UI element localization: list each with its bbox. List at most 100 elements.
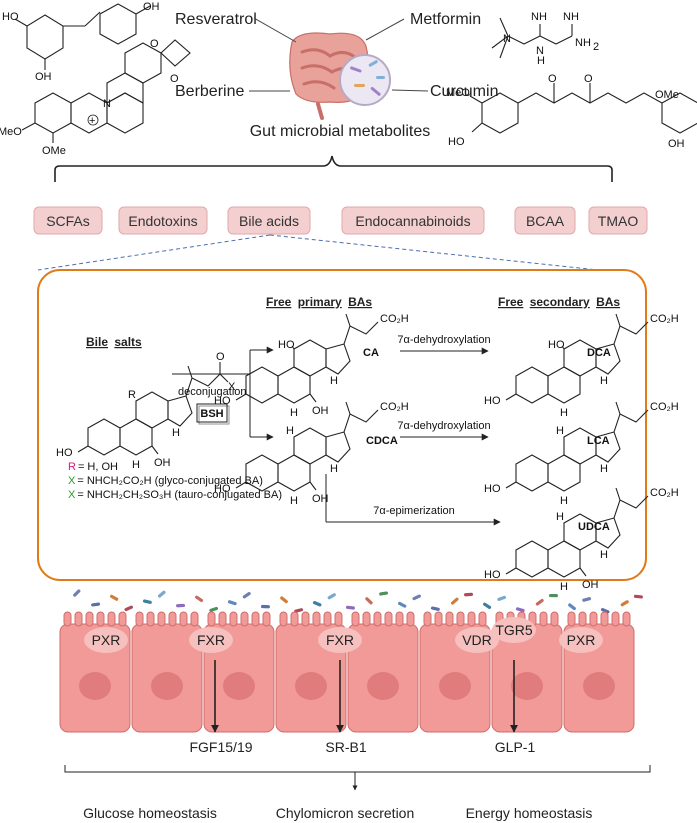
ho-label: HO [448, 136, 465, 148]
outcome-energy: Energy homeostasis [466, 805, 593, 821]
magnifier-icon [339, 54, 391, 106]
bacteria-icon [209, 606, 219, 612]
h-label: H [560, 495, 568, 507]
x-key: X [68, 489, 76, 501]
dehydroxylation-label-1: 7α-dehydroxylation [397, 334, 490, 346]
bile-acid-panel [37, 269, 647, 581]
bacteria-icon [483, 602, 492, 609]
bacteria-icon [73, 589, 81, 597]
h-label: H [600, 375, 608, 387]
n-label: N [503, 33, 511, 45]
co2h-label: CO₂H [650, 487, 679, 499]
ome-label: OMe [655, 89, 679, 101]
bacteria-icon [91, 602, 101, 607]
x-label: X [228, 381, 236, 393]
co2h-label: CO₂H [650, 313, 679, 325]
bacteria-icon [497, 595, 507, 601]
bile-salts-word2: salts [114, 335, 142, 349]
free-secondary-word3: BAs [596, 295, 620, 309]
x-key: X [68, 475, 76, 487]
bacteria-icon [412, 594, 421, 601]
oh-label: OH [668, 138, 685, 150]
zoom-line-right [269, 234, 599, 271]
bacteria-icon [124, 605, 133, 612]
receptor-oval [84, 627, 128, 653]
nucleus [439, 672, 471, 700]
metformin-structure: NH NH N N H NH 2 [491, 11, 599, 67]
outcome-chylomicron: Chylomicron secretion [276, 805, 415, 821]
srb1-label: SR-B1 [325, 739, 366, 755]
metabolite-label: Bile acids [239, 213, 299, 229]
ho-label: HO [56, 447, 73, 459]
receptor-label: TGR5 [495, 622, 533, 638]
bacteria-icon [535, 598, 544, 606]
receptor-label: VDR [462, 632, 492, 648]
oh-label: OH [143, 1, 160, 13]
x-glyco: = NHCH₂CO₂H (glyco-conjugated BA) [77, 475, 263, 487]
co2h-label: CO₂H [380, 313, 409, 325]
bacteria-icon [280, 596, 288, 604]
nh-label: NH [531, 11, 547, 23]
bacteria-icon [568, 603, 576, 611]
metabolite-pill [227, 206, 311, 235]
dehydroxylation-label-2: 7α-dehydroxylation [397, 420, 490, 432]
oh-7-label: OH [312, 405, 329, 417]
h-label: H [330, 375, 338, 387]
svg-text:R= H, OH: R= H, OH [68, 461, 118, 473]
bacteria-icon [633, 594, 643, 599]
bacteria-icon [620, 600, 629, 607]
r-key: R [68, 461, 76, 473]
ho-label: HO [2, 11, 19, 23]
bacteria-icon [327, 593, 336, 600]
r-definition: = H, OH [78, 461, 118, 473]
h-12-label: H [556, 425, 564, 437]
meo-label: MeO [446, 87, 470, 99]
epimerization-label: 7α-epimerization [373, 505, 455, 517]
free-secondary-word2: secondary [530, 295, 590, 309]
bacteria-icon [600, 608, 610, 614]
nucleus [295, 672, 327, 700]
bacteria-icon [345, 605, 355, 610]
ome-label: OMe [42, 145, 66, 157]
free-primary-word2: primary [298, 295, 342, 309]
h-label: H [600, 549, 608, 561]
resveratrol-structure: OH HO OH [2, 1, 160, 83]
udca-name: UDCA [578, 521, 610, 533]
metabolite-pill [514, 206, 576, 235]
dca-name: DCA [587, 347, 611, 359]
metformin-label: Metformin [410, 11, 481, 28]
berberine-structure: MeO OMe N + O O [0, 38, 191, 157]
receptor-label: FXR [197, 632, 225, 648]
nucleus [367, 672, 399, 700]
glp1-label: GLP-1 [495, 739, 536, 755]
berberine-label: Berberine [175, 83, 244, 100]
receptor-oval [492, 617, 536, 643]
section-title: Gut microbial metabolites [250, 123, 431, 140]
ho-label: HO [484, 395, 501, 407]
ho-12-label: HO [548, 339, 565, 351]
h-12-label: H [556, 511, 564, 523]
nh2-label: NH [575, 37, 591, 49]
bacteria-icon [548, 593, 558, 598]
epithelial-cell [347, 611, 419, 733]
h-label: H [560, 581, 568, 593]
nh-label: NH [563, 11, 579, 23]
n-label: N [536, 45, 544, 57]
subscript-two: 2 [593, 41, 599, 53]
metabolite-label: Endotoxins [128, 213, 197, 229]
epithelial-cell [131, 611, 203, 733]
free-primary-word1: Free [266, 295, 292, 309]
curcumin-structure: O O MeO HO OMe OH [446, 73, 697, 150]
metabolite-pill [33, 206, 103, 235]
bsh-badge [196, 403, 228, 423]
curcumin-label: Curcumin [430, 83, 498, 100]
oh-7-label: OH [582, 579, 599, 591]
bacteria-icon [397, 601, 407, 608]
epithelial-cell [491, 611, 563, 733]
svg-text:X= NHCH₂CO₂H (glyco-conjugated: X= NHCH₂CO₂H (glyco-conjugated BA) [68, 475, 263, 487]
